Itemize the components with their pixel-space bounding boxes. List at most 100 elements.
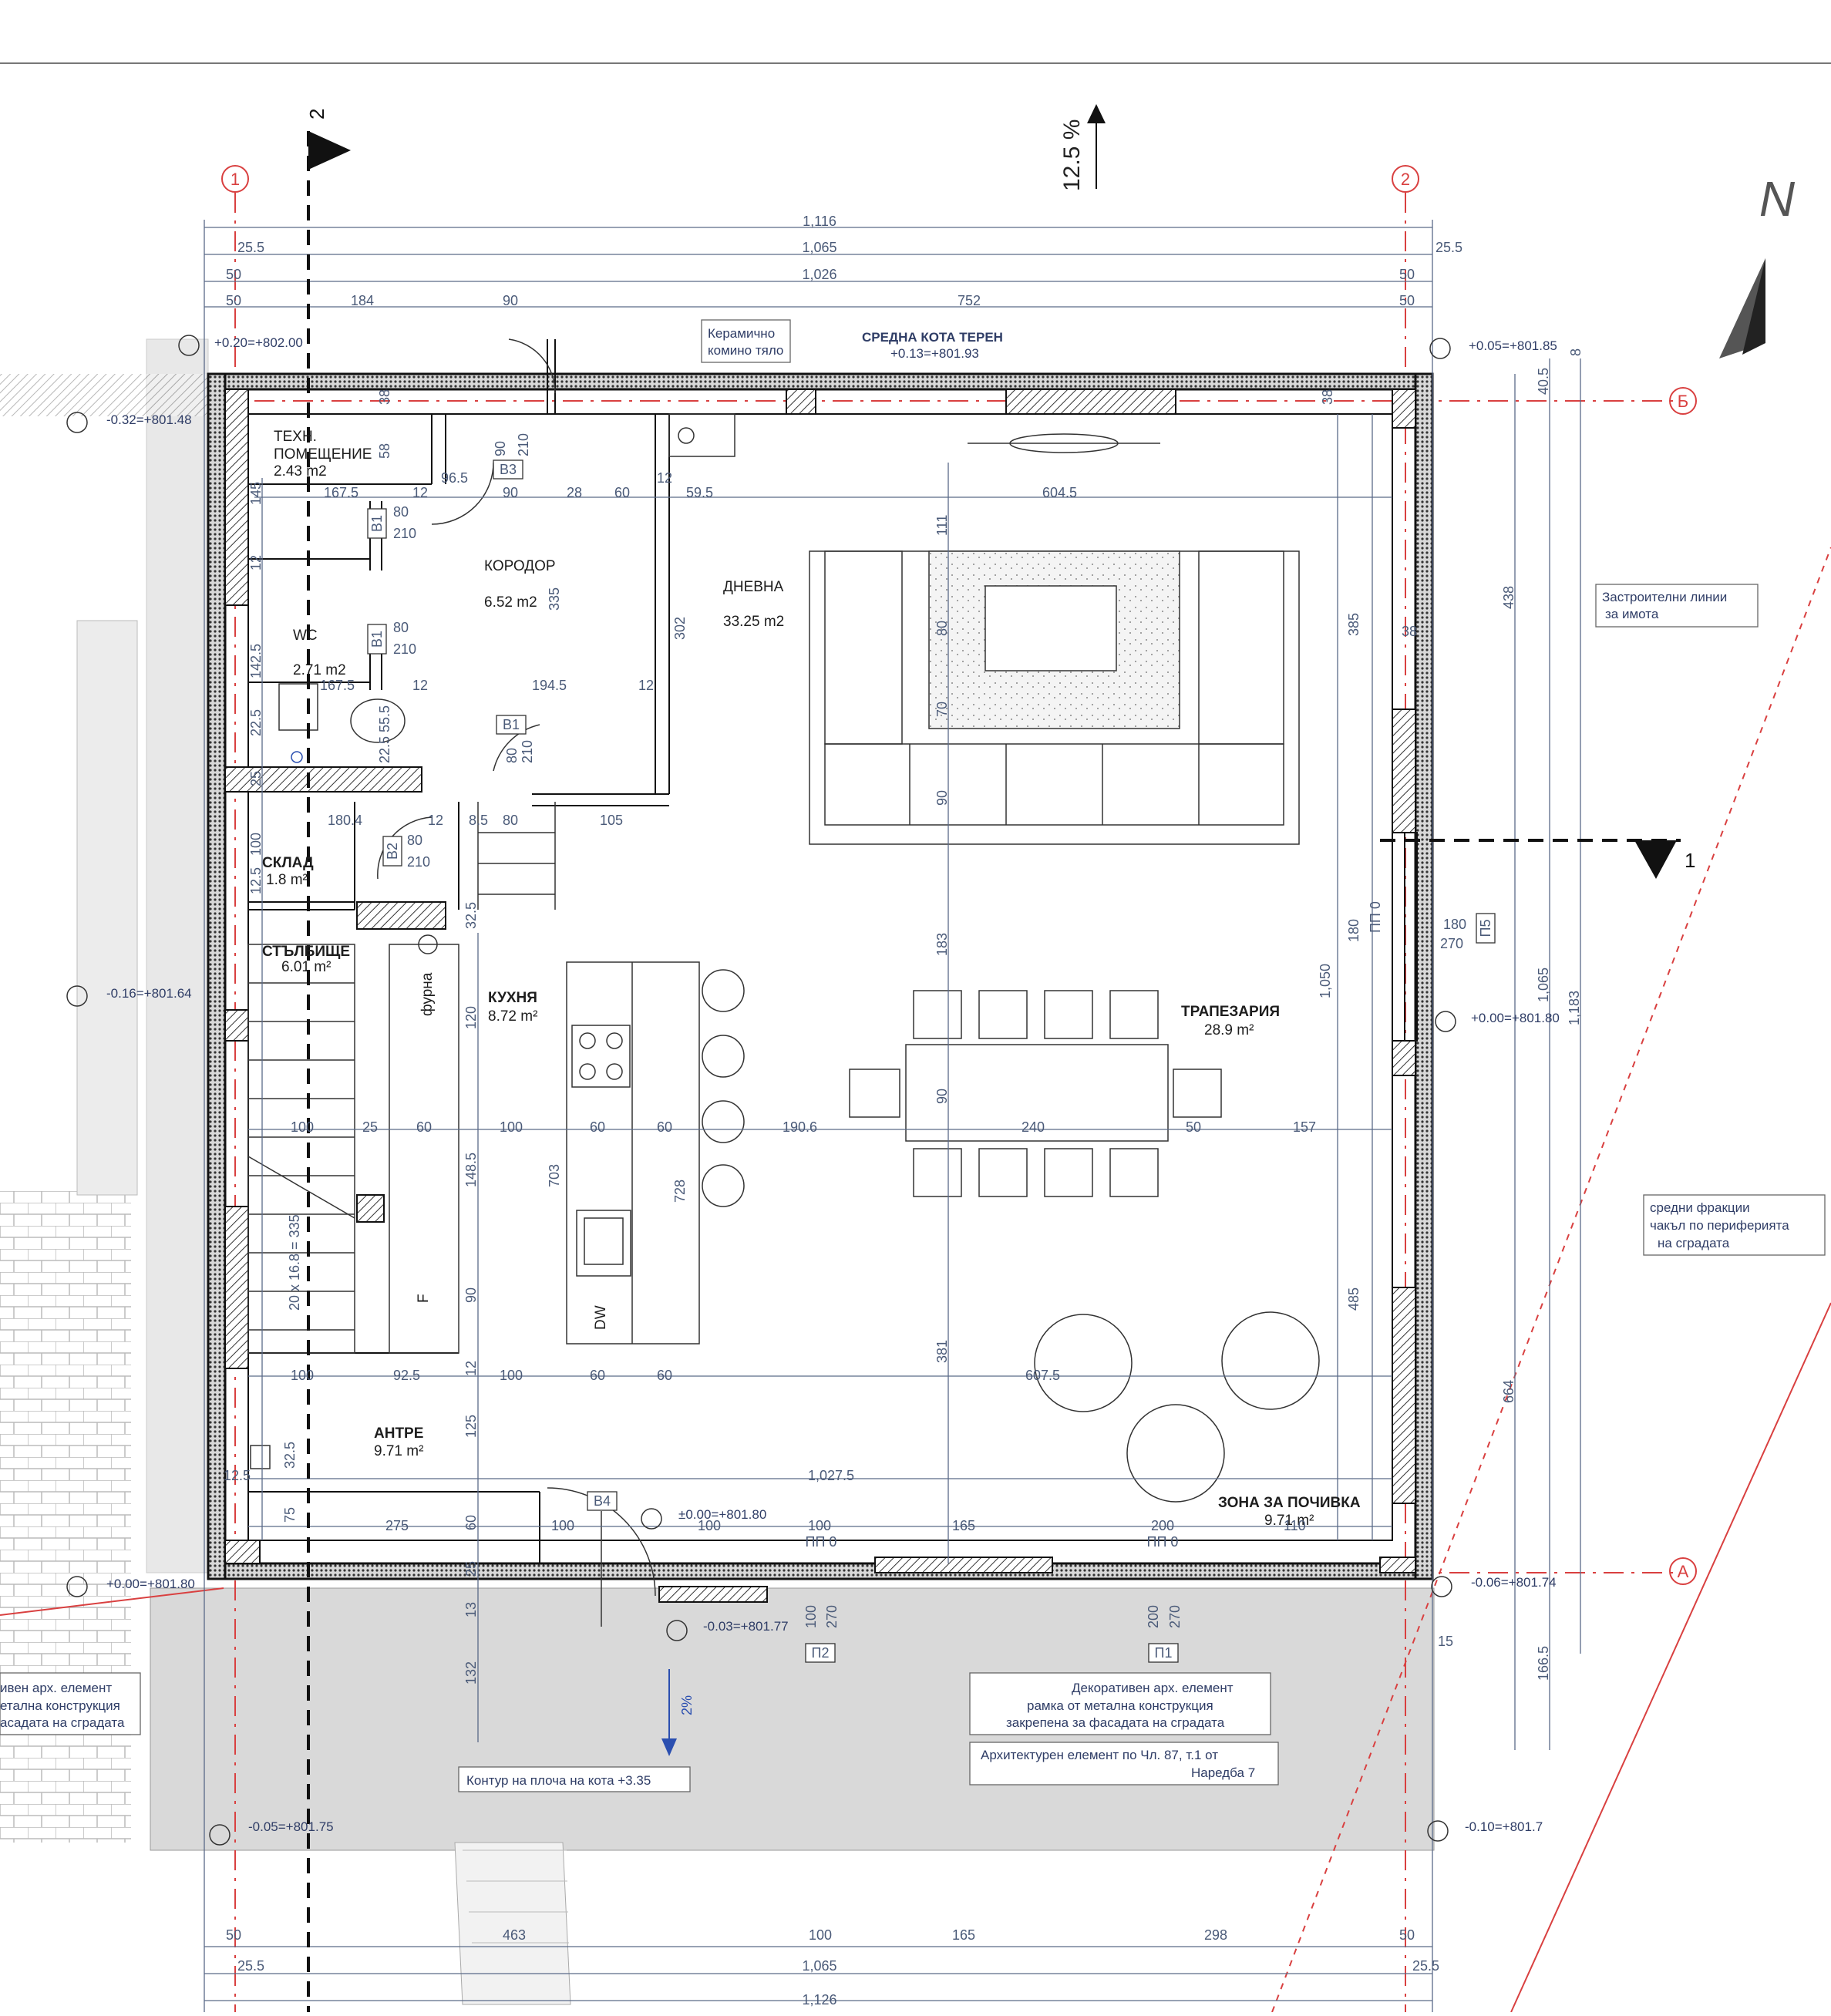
door-swings: [377, 338, 656, 1627]
slope-label: 12.5 %: [1059, 119, 1085, 191]
north-label: N: [1759, 171, 1796, 227]
gravel-note-2: чакъл по периферията: [1650, 1218, 1789, 1233]
dim-top-1: 1,116: [803, 214, 836, 229]
dim-inner-15: 167.5: [320, 678, 355, 693]
dim-inner-61: 703: [547, 1164, 562, 1187]
dim-bottom-8: 1,065: [802, 1958, 836, 1974]
room-kitchen-name: КУХНЯ: [488, 990, 537, 1006]
room-wc-name: WC: [293, 628, 318, 644]
section-1-label: 1: [1685, 849, 1695, 872]
dim-right-12: 38: [1320, 389, 1335, 405]
dim-inner-2: 12: [412, 485, 428, 500]
dim-inner-67: 200: [1146, 1605, 1161, 1628]
dim-inner-51: 110: [1284, 1518, 1306, 1533]
dim-inner-76: 100: [248, 833, 264, 856]
slope2-label: 2%: [679, 1695, 695, 1715]
dim-inner-79: 148.5: [463, 1153, 479, 1187]
dim-bottom-5: 298: [1204, 1927, 1227, 1943]
storage-wall: [356, 901, 446, 930]
dim-top-12: 50: [1399, 293, 1415, 308]
axis-b-label: Б: [1678, 392, 1688, 411]
dim-inner-10: 210: [393, 526, 416, 541]
dim-inner-22: 80: [503, 813, 518, 828]
dim-inner-16: 12: [412, 678, 428, 693]
exterior-walls: [207, 372, 1434, 1603]
dim-inner-23: 105: [600, 813, 623, 828]
room-living-name: ДНЕВНА: [723, 579, 784, 595]
dim-top-7: 50: [1399, 267, 1415, 282]
tag-pp0-c: ПП 0: [1368, 901, 1383, 933]
dim-inner-91: 22.5: [377, 736, 392, 763]
room-storage-area: 1.8 m²: [266, 872, 308, 888]
level-2: -0.32=+801.48: [106, 412, 192, 427]
room-tech-name: ТЕХН.: [274, 429, 317, 445]
dim-right-8: 385: [1346, 613, 1361, 636]
dim-right-9: 1,050: [1318, 964, 1333, 998]
tag-pp0-b: ПП 0: [1147, 1534, 1179, 1550]
site-ground: [0, 338, 1435, 2005]
dim-inner-38: 100: [291, 1368, 314, 1383]
dim-inner-72: 12: [248, 555, 264, 570]
dim-inner-36: 50: [1186, 1119, 1201, 1135]
oven-label: фурна: [419, 972, 436, 1016]
dim-inner-40: 100: [500, 1368, 523, 1383]
room-entry-name: АНТРЕ: [374, 1425, 423, 1442]
wc-fixtures: [250, 683, 438, 1469]
dim-inner-52: 111: [934, 515, 950, 536]
dim-inner-62: 728: [672, 1180, 688, 1203]
dishwasher-label: DW: [593, 1305, 609, 1330]
arch-note-1: Архитектурен елемент по Чл. 87, т.1 от: [981, 1748, 1218, 1762]
room-tech-name2: ПОМЕЩЕНИЕ: [274, 446, 372, 463]
dim-inner-56: 183: [934, 933, 950, 956]
room-living-area: 33.25 m2: [723, 614, 784, 630]
axis-a-label: А: [1678, 1562, 1689, 1581]
dim-inner-50: 200: [1151, 1518, 1174, 1533]
tag-p5: П5: [1478, 920, 1493, 937]
axis-markers: [221, 165, 1697, 1585]
dim-inner-42: 60: [657, 1368, 672, 1383]
fridge-label: F: [416, 1294, 432, 1303]
dim-inner-3: 96.5: [441, 470, 468, 486]
level-5: +0.00=+801.80: [1471, 1011, 1560, 1025]
stairs-formula: 20 x 16.8 = 335: [287, 1214, 302, 1311]
room-dining-name: ТРАПЕЗАРИЯ: [1181, 1004, 1280, 1020]
dim-inner-84: 25: [463, 1561, 479, 1577]
level-10: -0.05=+801.75: [248, 1819, 334, 1834]
dim-inner-81: 12: [463, 1361, 479, 1376]
dim-inner-6: 60: [614, 485, 630, 500]
dim-inner-75: 25: [248, 771, 264, 786]
level-8: -0.06=+801.74: [1471, 1575, 1557, 1590]
dim-inner-5: 28: [567, 485, 582, 500]
dim-inner-65: 100: [803, 1605, 819, 1628]
room-dining-area: 28.9 m²: [1204, 1022, 1254, 1038]
dim-inner-43: 607.5: [1025, 1368, 1060, 1383]
dim-top-11: 752: [958, 293, 981, 308]
dim-inner-34: 190.6: [783, 1119, 817, 1135]
dim-top-5: 50: [226, 267, 241, 282]
dim-right-3: 1,065: [1536, 968, 1551, 1002]
level-4: -0.16=+801.64: [106, 986, 192, 1001]
dim-right-13: 38: [1402, 624, 1417, 639]
dim-right-6: 166.5: [1536, 1646, 1551, 1681]
room-rest-area: 9.71 m²: [1264, 1513, 1314, 1529]
section-markers: [307, 131, 1681, 2012]
dim-top-6: 1,026: [802, 267, 836, 282]
dim-inner-70: 13: [463, 1602, 479, 1617]
staircase: [247, 802, 556, 1354]
gravel-note-3: на сградата: [1658, 1236, 1730, 1250]
level-7: ±0.00=+801.80: [678, 1507, 766, 1522]
tag-b1a: В1: [369, 515, 385, 532]
room-tech-area: 2.43 m2: [274, 463, 327, 480]
dim-inner-73: 142.5: [248, 644, 264, 678]
dim-inner-12: 210: [516, 433, 531, 456]
dim-inner-7: 59.5: [686, 485, 713, 500]
dim-inner-4: 90: [503, 485, 518, 500]
tag-p1: П1: [1155, 1645, 1173, 1661]
dim-inner-66: 270: [824, 1605, 840, 1628]
dim-inner-86: 32.5: [282, 1442, 298, 1469]
arch-note-2: Наредба 7: [1191, 1765, 1255, 1780]
dim-inner-41: 60: [590, 1368, 605, 1383]
tag-pp0-a: ПП 0: [806, 1534, 837, 1550]
room-corridor-name: КОРОДОР: [484, 558, 556, 574]
